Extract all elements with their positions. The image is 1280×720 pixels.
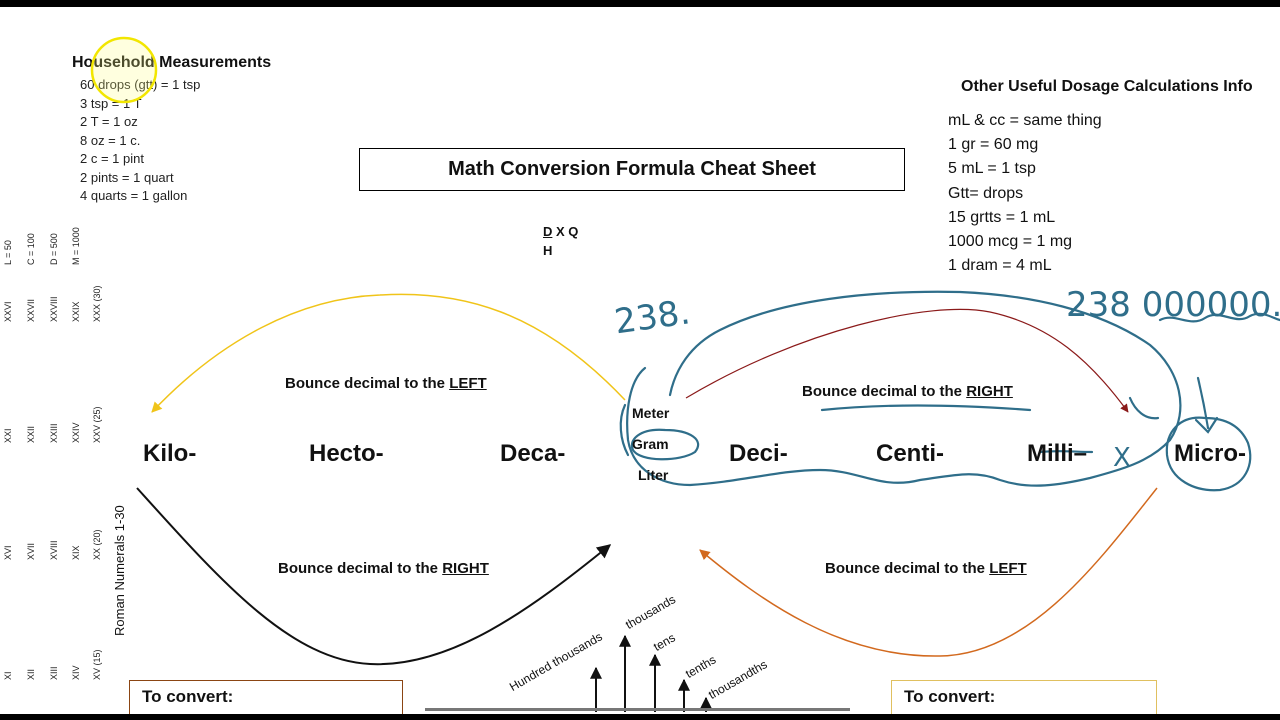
hand-down-arrow (1196, 376, 1210, 430)
prefix-deca: Deca- (500, 440, 566, 467)
bounce-label-top-left: Bounce decimal to the LEFT (285, 375, 487, 392)
other-info-item: mL & cc = same thing (948, 112, 1102, 129)
bounce-label-top-right: Bounce decimal to the RIGHT (802, 383, 1013, 400)
other-info-list: mL & cc = same thing 1 gr = 60 mg 5 mL =… (948, 109, 1102, 278)
bottom-black-bar (0, 714, 1280, 720)
household-item: 2 c = 1 pint (80, 151, 144, 166)
other-info-item: 1 gr = 60 mg (948, 136, 1039, 154)
bounce-text: Bounce decimal to the (825, 560, 990, 577)
highlight-circle (90, 36, 158, 104)
hand-hook (1128, 396, 1160, 420)
handwritten-number-left: 238. (612, 292, 693, 342)
red-arc-arrow (685, 308, 1129, 413)
formula-have: H (543, 243, 553, 258)
bounce-text: Bounce decimal to the (802, 383, 967, 400)
hand-bracket (619, 403, 630, 457)
prefix-milli: Milli– (1027, 440, 1088, 467)
household-item: 3 tsp = 1 T (80, 95, 142, 111)
bounce-text: Bounce decimal to the (285, 375, 450, 392)
hand-arrowhead (1194, 416, 1219, 434)
handwritten-x-mark: X (1113, 443, 1131, 473)
convert-box-right: To convert: (891, 680, 1157, 720)
hand-gram-loop (630, 428, 700, 461)
convert-label: To convert: (142, 687, 234, 706)
handwritten-annotations (619, 290, 1280, 492)
hand-underline (820, 404, 1032, 412)
sheet-title: Math Conversion Formula Cheat Sheet (448, 158, 816, 180)
household-list: 60 drops (gtt) = 1 tsp 3 tsp = 1 T 2 T =… (80, 76, 200, 206)
other-info-item: 5 mL = 1 tsp (948, 160, 1036, 178)
household-item: 2 pints = 1 quart (80, 169, 174, 185)
hand-dash (1038, 450, 1094, 454)
top-black-bar (0, 0, 1280, 7)
household-item: 2 T = 1 oz (80, 114, 138, 129)
other-info-item: 1 dram = 4 mL (948, 257, 1052, 275)
hand-large-loop (626, 290, 1182, 487)
household-item: 8 oz = 1 c. (80, 132, 141, 148)
base-unit-liter: Liter (638, 467, 669, 483)
household-title: Household Measurements (72, 54, 272, 71)
bounce-direction: RIGHT (442, 560, 489, 577)
dosage-formula: D X Q H (543, 222, 578, 260)
prefix-hecto: Hecto- (309, 440, 384, 467)
bottom-scroll-rule (425, 708, 850, 711)
household-item: 60 drops (gtt) = 1 tsp (80, 77, 201, 92)
prefix-kilo: Kilo- (143, 440, 197, 467)
household-item: 4 quarts = 1 gallon (80, 188, 188, 203)
base-unit-gram: Gram (632, 436, 669, 452)
bounce-text: Bounce decimal to the (278, 560, 443, 577)
other-info-item: 15 grtts = 1 mL (948, 208, 1056, 226)
bounce-label-bottom-right: Bounce decimal to the LEFT (825, 560, 1027, 577)
prefix-micro: Micro- (1174, 440, 1246, 467)
base-unit-meter: Meter (632, 405, 670, 421)
prefix-deci: Deci- (729, 440, 788, 467)
black-curve-arrow (136, 487, 612, 666)
other-info-item: 1000 mcg = 1 mg (948, 233, 1073, 251)
hand-micro-loop (1165, 416, 1252, 492)
orange-curve-arrow (699, 487, 1158, 657)
handwritten-number-right: 238 000000. (1066, 285, 1280, 325)
prefix-centi: Centi- (876, 440, 944, 467)
formula-desired: D (543, 224, 553, 239)
other-info-title: Other Useful Dosage Calculations Info (961, 78, 1253, 95)
convert-label: To convert: (904, 687, 996, 706)
other-info-item: Gtt= drops (948, 184, 1024, 202)
bounce-label-bottom-left: Bounce decimal to the RIGHT (278, 560, 489, 577)
bounce-direction: LEFT (989, 560, 1027, 577)
bounce-direction: RIGHT (966, 383, 1013, 400)
hand-squiggle (1158, 312, 1280, 323)
convert-box-left: To convert: (129, 680, 403, 720)
sheet-title-box: Math Conversion Formula Cheat Sheet (359, 148, 905, 191)
formula-quantity: X Q (552, 224, 579, 239)
bounce-direction: LEFT (449, 375, 487, 392)
yellow-arc-arrow (151, 293, 626, 413)
